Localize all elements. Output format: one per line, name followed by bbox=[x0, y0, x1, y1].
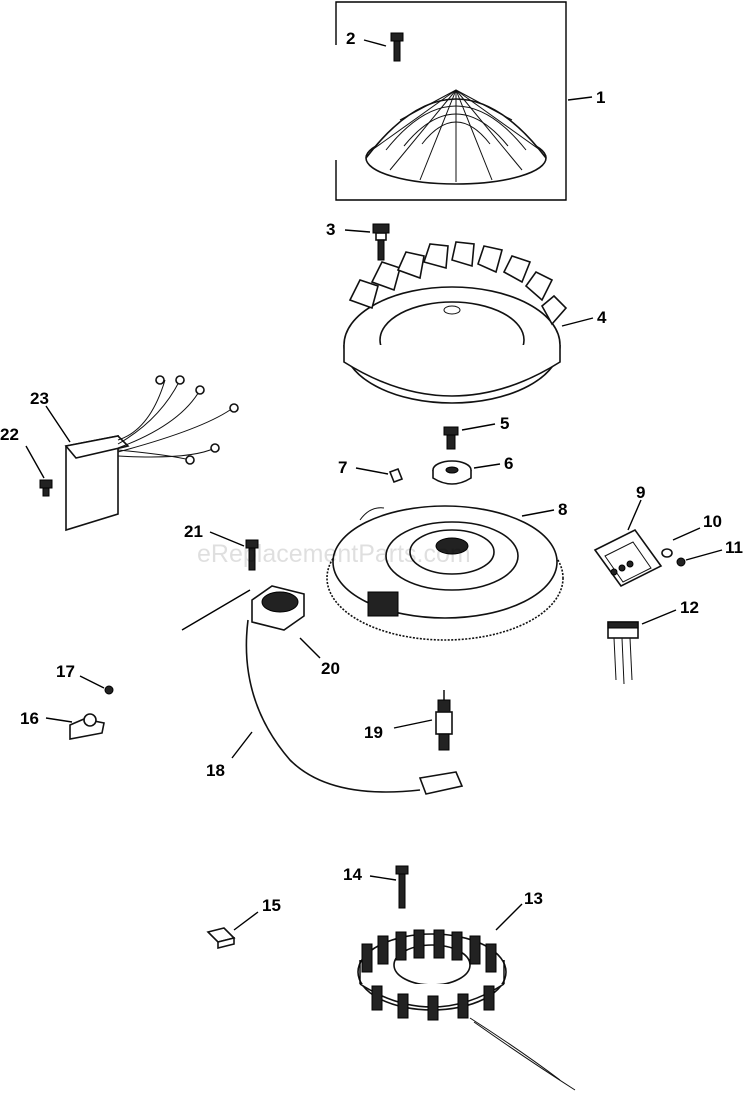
callout-12: 12 bbox=[680, 598, 699, 617]
part-21-screw bbox=[245, 539, 259, 571]
part-16-clamp bbox=[69, 713, 105, 740]
part-13-stator bbox=[357, 929, 576, 1091]
callout-10: 10 bbox=[703, 512, 722, 531]
callout-3: 3 bbox=[326, 220, 335, 239]
callout-2: 2 bbox=[346, 29, 355, 48]
callout-1: 1 bbox=[596, 88, 605, 107]
callout-6: 6 bbox=[504, 454, 513, 473]
callout-15: 15 bbox=[262, 896, 281, 915]
callout-18: 18 bbox=[206, 761, 225, 780]
part-19-spark-plug bbox=[435, 690, 453, 751]
part-14-screw bbox=[395, 865, 409, 909]
part-23-control-module bbox=[64, 375, 239, 532]
part-6-washer bbox=[432, 460, 472, 485]
callout-5: 5 bbox=[500, 414, 509, 433]
callout-16: 16 bbox=[20, 709, 39, 728]
part-7-key bbox=[388, 467, 404, 484]
callout-19: 19 bbox=[364, 723, 383, 742]
part-12-connector bbox=[607, 621, 639, 685]
part-9-regulator bbox=[593, 528, 663, 588]
leader-lines bbox=[25, 39, 723, 931]
part-2-screw bbox=[390, 32, 404, 62]
callout-11: 11 bbox=[725, 538, 743, 557]
part-15-bracket bbox=[206, 927, 236, 950]
callout-8: 8 bbox=[558, 500, 567, 519]
callout-4: 4 bbox=[597, 308, 607, 327]
callout-14: 14 bbox=[343, 865, 362, 884]
part-8-flywheel bbox=[326, 505, 564, 641]
callout-17: 17 bbox=[56, 662, 75, 681]
part-10-washer bbox=[661, 548, 673, 558]
callout-20: 20 bbox=[321, 659, 340, 678]
part-22-screw bbox=[39, 479, 53, 497]
part-20-ignition-module bbox=[245, 585, 464, 795]
group-frame-1 bbox=[335, 1, 567, 201]
watermark: eReplacementParts.com bbox=[197, 540, 471, 568]
callout-13: 13 bbox=[524, 889, 543, 908]
part-1-grass-screen bbox=[365, 89, 547, 185]
callout-21: 21 bbox=[184, 522, 203, 541]
part-11-screw bbox=[676, 557, 686, 567]
part-17-screw bbox=[104, 685, 114, 695]
callout-22: 22 bbox=[0, 425, 19, 444]
part-5-screw bbox=[443, 426, 459, 450]
part-4-fan bbox=[343, 241, 568, 404]
callout-23: 23 bbox=[30, 389, 49, 408]
callout-9: 9 bbox=[636, 483, 645, 502]
group-frame-18 bbox=[181, 589, 251, 631]
part-3-screw bbox=[372, 223, 390, 261]
callout-7: 7 bbox=[338, 458, 347, 477]
callout-labels: 1 2 3 4 5 6 7 8 9 10 11 12 13 14 15 16 1… bbox=[0, 29, 743, 915]
